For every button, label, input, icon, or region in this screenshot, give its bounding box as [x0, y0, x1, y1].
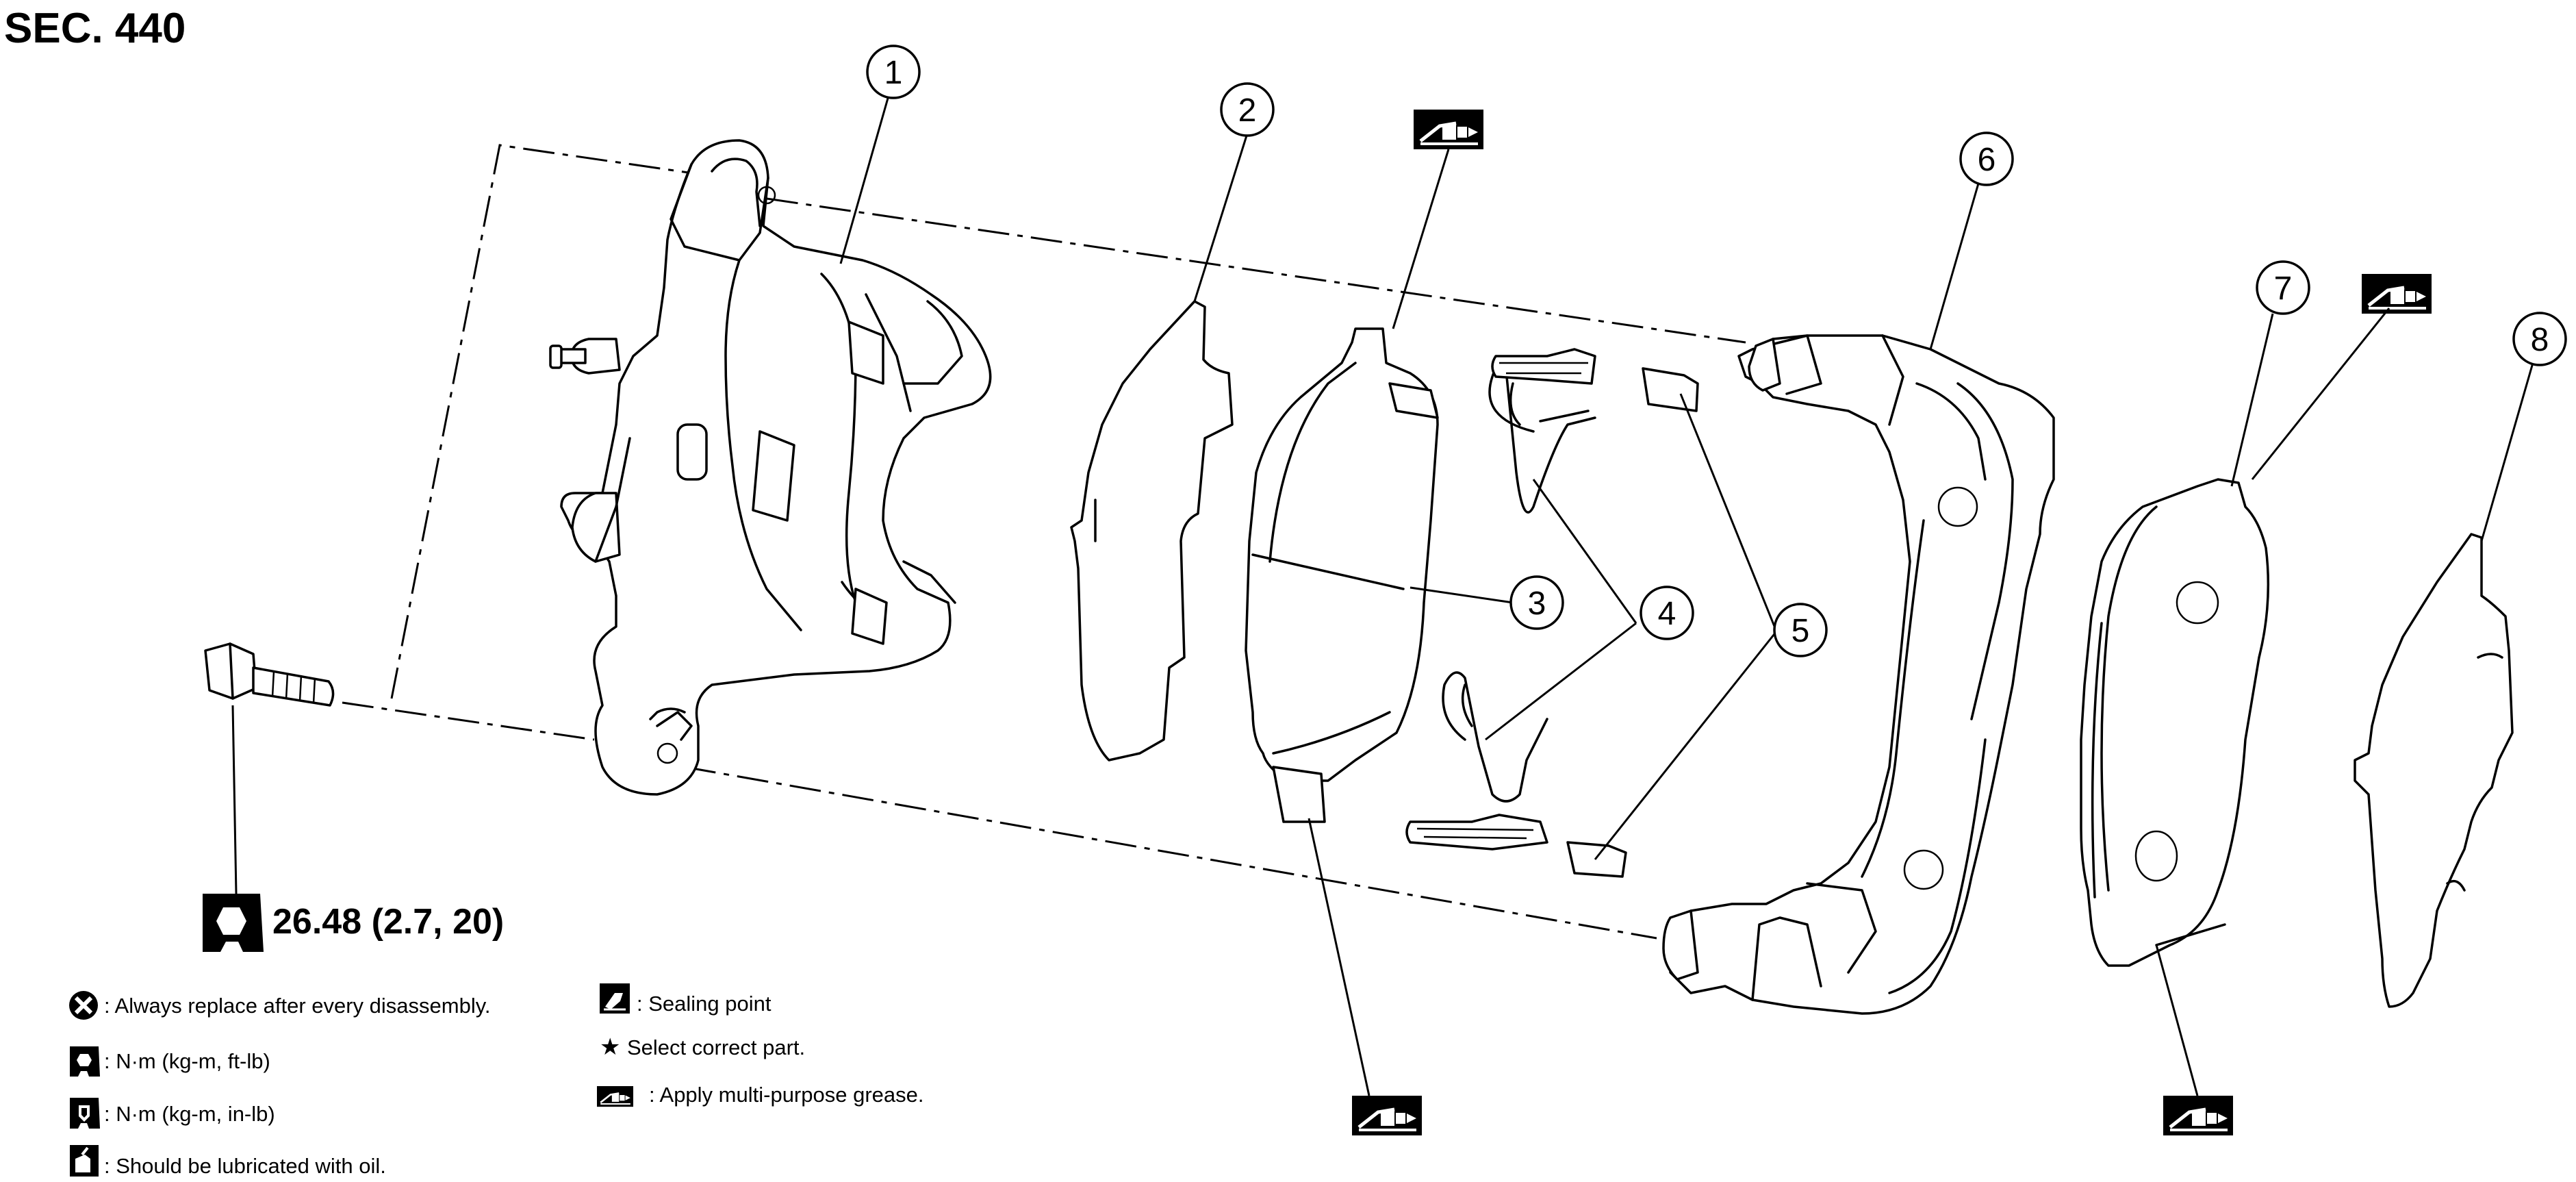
pad-shim-outer	[2354, 533, 2514, 1008]
callout-8: 8	[2512, 312, 2567, 366]
torque-spec-value: 26.48 (2.7, 20)	[272, 902, 504, 942]
grease-gun-icon	[596, 1085, 635, 1108]
pad-retainer-springs	[1442, 363, 1596, 803]
callout-7: 7	[2256, 260, 2310, 315]
svg-text:2: 2	[1238, 92, 1257, 129]
grease-gun-icon	[2362, 274, 2432, 314]
pad-shim-inner	[1070, 300, 1234, 762]
svg-text:: N·m (kg-m, in-lb): : N·m (kg-m, in-lb)	[104, 1102, 275, 1126]
svg-text:6: 6	[1978, 142, 1996, 178]
svg-text:8: 8	[2531, 322, 2549, 358]
assembly-lines	[342, 144, 1746, 940]
svg-text:7: 7	[2274, 271, 2293, 307]
legend-item-grease: : Apply multi-purpose grease.	[596, 1083, 924, 1108]
legend-item-select: ★ Select correct part.	[600, 1034, 805, 1060]
callout-5: 5	[1773, 603, 1828, 657]
svg-text:3: 3	[1528, 586, 1546, 622]
svg-text:: Should be lubricated with oi: : Should be lubricated with oil.	[104, 1154, 386, 1178]
svg-text:5: 5	[1791, 613, 1810, 649]
legend-item-replace: : Always replace after every disassembly…	[69, 991, 491, 1020]
section-title: SEC. 440	[4, 5, 186, 52]
brake-pad-inner	[1245, 327, 1439, 823]
legend: : Always replace after every disassembly…	[69, 983, 924, 1178]
callout-4: 4	[1640, 586, 1694, 640]
leader-lines	[839, 95, 2534, 1096]
anti-rattle-clips	[1405, 348, 1699, 878]
svg-text:: Apply multi-purpose grease.: : Apply multi-purpose grease.	[649, 1083, 924, 1107]
torque-spec-group: 26.48 (2.7, 20)	[203, 705, 504, 952]
svg-text:: N·m (kg-m, ft-lb): : N·m (kg-m, ft-lb)	[104, 1049, 270, 1073]
callout-2: 2	[1220, 82, 1275, 137]
grease-gun-icon	[1352, 1096, 1422, 1135]
caliper-body	[549, 139, 992, 796]
legend-item-oil: : Should be lubricated with oil.	[70, 1145, 386, 1178]
brake-pad-outer	[2080, 478, 2270, 967]
guide-pin-bolt	[204, 642, 335, 707]
torque-member-bracket	[1662, 334, 2055, 1015]
svg-text:1: 1	[884, 55, 903, 91]
legend-item-torque-inlb: : N·m (kg-m, in-lb)	[70, 1098, 275, 1129]
grease-gun-icon	[2163, 1096, 2233, 1135]
legend-item-torque-ftlb: : N·m (kg-m, ft-lb)	[70, 1046, 270, 1077]
callout-1: 1	[866, 45, 921, 99]
star-icon: ★	[600, 1034, 620, 1060]
svg-text:: Always replace after every d: : Always replace after every disassembly…	[104, 994, 491, 1018]
grease-gun-icon	[1414, 110, 1483, 149]
callout-6: 6	[1959, 131, 2014, 186]
svg-text:4: 4	[1658, 596, 1676, 632]
callout-3: 3	[1509, 575, 1564, 630]
legend-item-sealing: : Sealing point	[600, 983, 771, 1016]
svg-text:Select correct part.: Select correct part.	[627, 1035, 805, 1059]
svg-text:: Sealing point: : Sealing point	[637, 992, 771, 1016]
